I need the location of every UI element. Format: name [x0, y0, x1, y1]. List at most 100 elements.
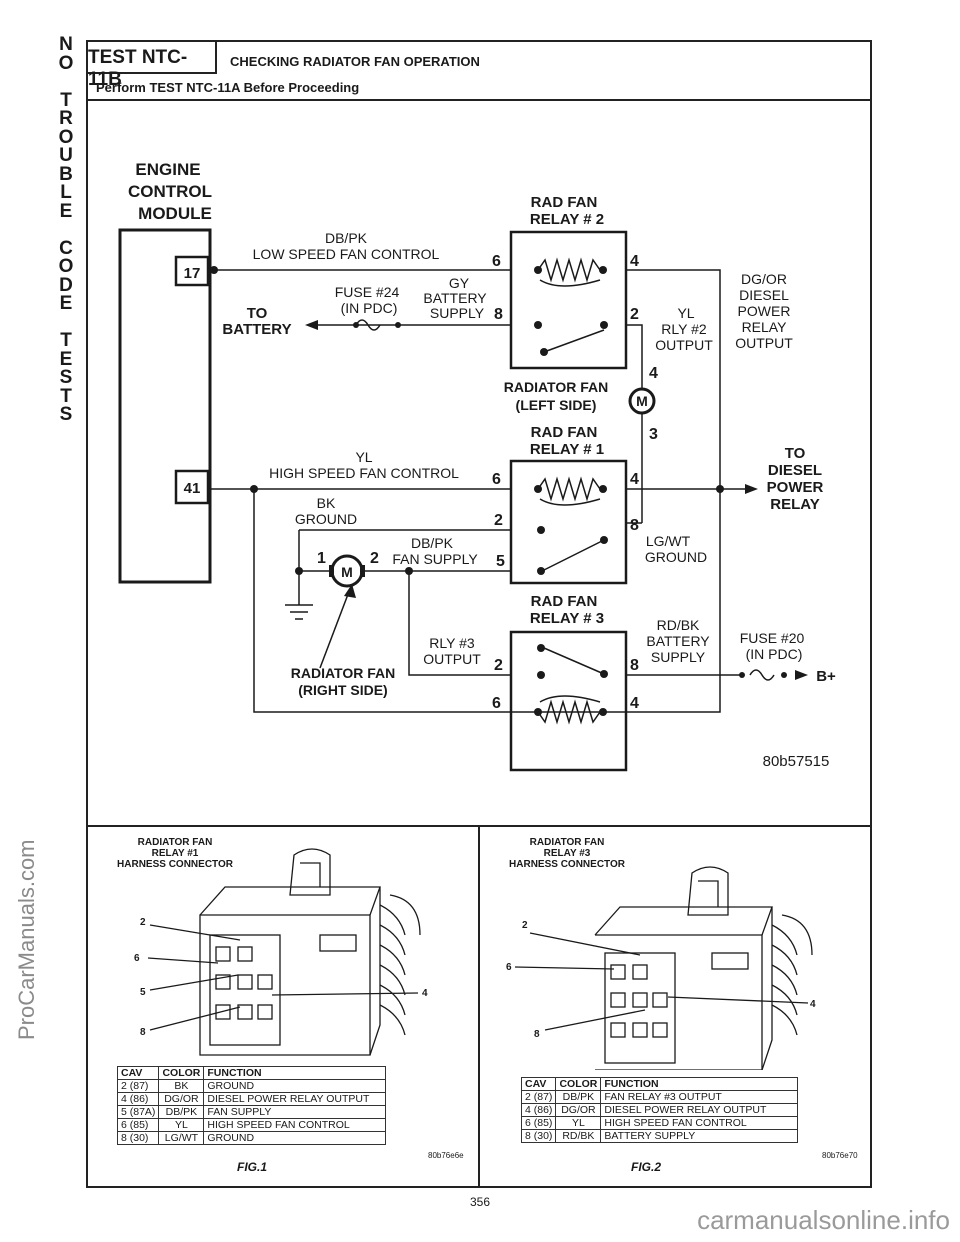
r1-pin4: 4 [630, 471, 639, 488]
side-tab-letter: B [59, 163, 73, 185]
fig2-th-color: COLOR [555, 1077, 602, 1091]
fig2-title-line3: HARNESS CONNECTOR [509, 859, 625, 870]
motor-left-pin3: 3 [649, 426, 658, 443]
cell: 8 (30) [520, 1129, 557, 1143]
motor-right-pin2: 2 [370, 550, 379, 567]
fig1-label: FIG.1 [237, 1160, 268, 1174]
wiring-schematic: M M ENGINE CONTROL MODULE 17 41 RAD FAN … [118, 160, 836, 772]
motor-left-pin4: 4 [649, 365, 658, 382]
fan-right-label-1: RADIATOR FAN [291, 665, 395, 681]
fig2-callout-6: 6 [506, 962, 512, 973]
connector-illustrations: 2 6 5 8 4 2 6 8 4 [134, 848, 816, 1070]
side-tab-letter: R [59, 108, 73, 129]
side-tab-letter: E [59, 200, 73, 222]
side-tab-letter: D [59, 274, 73, 296]
fig1-callout-5: 5 [140, 987, 146, 998]
r2-pin2: 2 [630, 306, 639, 323]
fig1-title: RADIATOR FAN RELAY #1 HARNESS CONNECTOR [100, 837, 250, 870]
cell: RD/BK [555, 1129, 602, 1143]
relay3-title-1: RAD FAN [531, 593, 598, 610]
side-tab-letter: O [58, 126, 74, 148]
fig2-code: 80b76e70 [822, 1151, 858, 1160]
r2-pin8: 8 [494, 306, 503, 323]
cell: DB/PK [555, 1090, 602, 1104]
wire-dbpk-function: LOW SPEED FAN CONTROL [253, 246, 440, 262]
cell: 4 (86) [116, 1092, 160, 1106]
dbpk-fan-1: DB/PK [411, 535, 454, 551]
to-diesel-1: TO [785, 445, 806, 462]
fig1-table-header: CAV COLOR FUNCTION [116, 1066, 387, 1080]
bk-ground-2: GROUND [295, 511, 357, 527]
fuse24-label-1: FUSE #24 [335, 284, 400, 300]
pin-41-label: 41 [184, 480, 201, 497]
side-tab-letter: U [59, 145, 73, 166]
ecm-label-2: CONTROL [128, 182, 212, 201]
cell: GROUND [203, 1131, 387, 1145]
cell: YL [158, 1118, 205, 1132]
fig2-title-line1: RADIATOR FAN [529, 837, 605, 848]
rly3-out-1: RLY #3 [429, 635, 475, 651]
cell: FAN RELAY #3 OUTPUT [600, 1090, 799, 1104]
wire-yl-color: YL [355, 449, 372, 465]
side-tab-letter: T [60, 89, 72, 111]
motor-right-label: M [341, 564, 353, 580]
relay1-title-2: RELAY # 1 [530, 441, 604, 458]
cell: 2 (87) [520, 1090, 557, 1104]
fig2-th-function: FUNCTION [600, 1077, 799, 1091]
fig1-th-cav: CAV [116, 1066, 160, 1080]
wire-yl-function: HIGH SPEED FAN CONTROL [269, 465, 459, 481]
r3-pin2: 2 [494, 657, 503, 674]
cell: HIGH SPEED FAN CONTROL [203, 1118, 387, 1132]
schematic-code: 80b57515 [763, 753, 830, 770]
fig2-th-cav: CAV [520, 1077, 557, 1091]
side-tab-letter: C [59, 237, 73, 259]
side-tab-letter: O [58, 52, 74, 74]
figure-vertical-divider [478, 825, 480, 1186]
fig1-th-function: FUNCTION [203, 1066, 387, 1080]
section-side-tab: N O T R O U B L E C O D E T E S T S [52, 34, 80, 425]
fig1-title-line2: RELAY #1 [151, 848, 199, 859]
r2-pin6: 6 [492, 253, 501, 270]
cell: 4 (86) [520, 1103, 557, 1117]
rdbk-3: SUPPLY [651, 649, 706, 665]
fig2-table-header: CAV COLOR FUNCTION [520, 1077, 799, 1091]
fig2-callout-8: 8 [534, 1029, 540, 1040]
fig2-callout-2: 2 [522, 920, 528, 931]
pin-17-label: 17 [184, 265, 201, 282]
fan-right-label-2: (RIGHT SIDE) [298, 682, 387, 698]
side-tab-letter: O [58, 256, 74, 277]
cell: BATTERY SUPPLY [600, 1129, 799, 1143]
gy-label-1: GY [449, 275, 470, 291]
motor-right-pin1: 1 [317, 550, 326, 567]
dgor-label-1: DG/OR [741, 271, 787, 287]
dgor-label-5: OUTPUT [735, 335, 793, 351]
gy-label-3: SUPPLY [430, 305, 485, 321]
cell: GROUND [203, 1079, 387, 1093]
side-tab-letter: N [59, 34, 73, 55]
header-divider [86, 99, 872, 101]
cell: FAN SUPPLY [203, 1105, 387, 1119]
dgor-label-4: RELAY [742, 319, 788, 335]
cell: DIESEL POWER RELAY OUTPUT [203, 1092, 387, 1106]
ecm-label-3: MODULE [138, 204, 212, 223]
rdbk-1: RD/BK [657, 617, 700, 633]
r3-pin8: 8 [630, 657, 639, 674]
fan-left-label-1: RADIATOR FAN [504, 379, 608, 395]
fig2-label: FIG.2 [631, 1160, 662, 1174]
rdbk-2: BATTERY [646, 633, 710, 649]
cell: 6 (85) [116, 1118, 160, 1132]
fig1-code: 80b76e6e [428, 1151, 464, 1160]
r1-pin2: 2 [494, 512, 503, 529]
dgor-label-3: POWER [738, 303, 791, 319]
dgor-label-2: DIESEL [739, 287, 789, 303]
fig1-th-color: COLOR [158, 1066, 205, 1080]
lgwt-2: GROUND [645, 549, 707, 565]
relay2-title-1: RAD FAN [531, 194, 598, 211]
